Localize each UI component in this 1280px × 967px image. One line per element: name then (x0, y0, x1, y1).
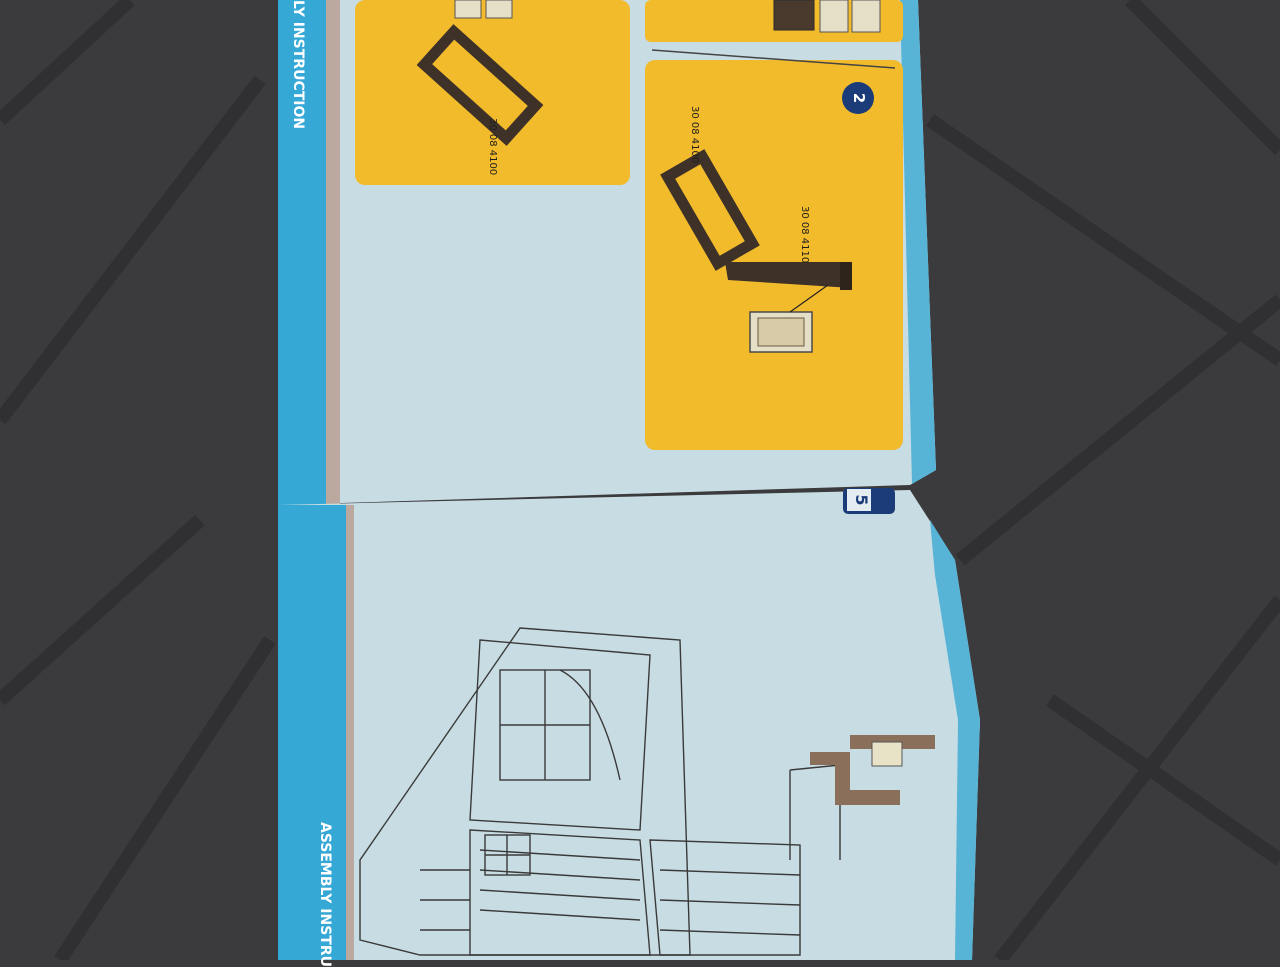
top-page-edge-line (326, 0, 340, 505)
step-badge (842, 82, 874, 114)
yellow-panel-left (355, 0, 630, 185)
l-bracket-part (810, 752, 900, 805)
sign-card-top-left-a (454, 0, 482, 19)
bottom-page-outer-stripe (930, 520, 980, 960)
frame-part-left (416, 24, 544, 146)
bottom-page-stripe (278, 505, 346, 960)
frame-part-step2 (660, 149, 760, 271)
sign-card-top-left-b (485, 0, 513, 19)
top-page-outer-stripe (900, 0, 936, 484)
step-divider (651, 49, 896, 69)
page-number: 5 (847, 489, 871, 511)
part-number-step-a: 30 08 4100 (689, 106, 700, 164)
post-cap-step2 (840, 262, 852, 290)
sign-card-top-right-b (819, 0, 849, 33)
bottom-page (278, 490, 980, 960)
yellow-panel-step2 (645, 60, 903, 450)
sign-card-bottom (871, 741, 903, 767)
post-part-step2 (725, 262, 852, 288)
bottom-header-text: ASSEMBLY INSTRU (317, 822, 333, 967)
bottom-page-edge-line (346, 505, 354, 960)
top-header-text: LY INSTRUCTION (290, 0, 306, 130)
step-number: 2 (850, 92, 868, 104)
arrow-step2 (789, 284, 829, 313)
part-number-step-b: 30 08 4110 (799, 206, 810, 264)
part-number-left: 30 08 4100 (487, 118, 498, 176)
top-page-stripe (278, 0, 326, 505)
sign-card-top-right-c (851, 0, 881, 33)
sign-card-top-right-a (773, 0, 815, 31)
sign-card-step2-inner (757, 317, 805, 347)
building-lineart (359, 627, 841, 956)
